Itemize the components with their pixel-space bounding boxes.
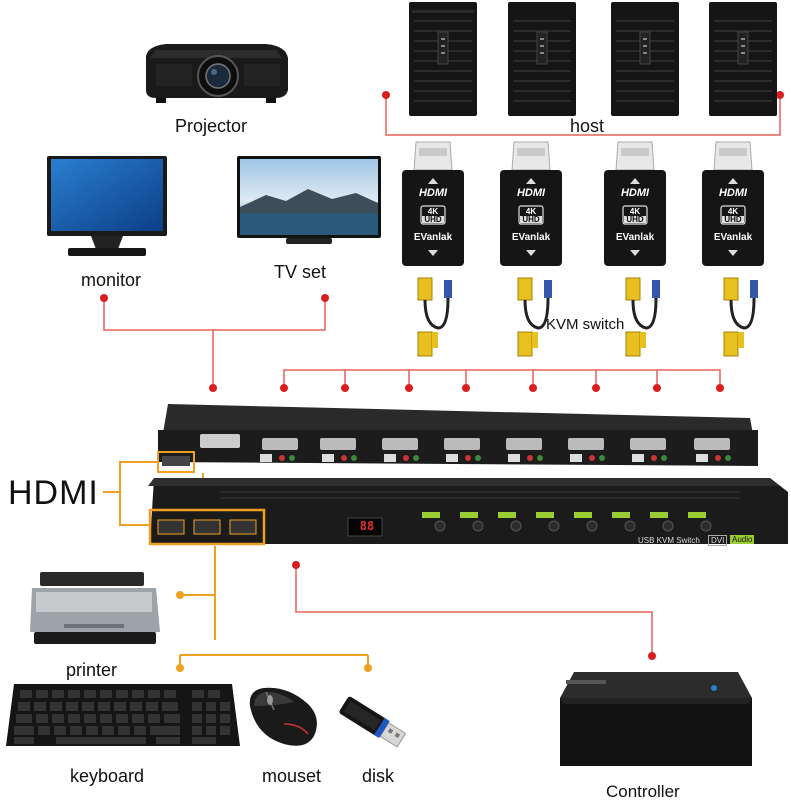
controller-line	[295, 565, 653, 656]
hdmi-label: HDMI	[8, 474, 99, 512]
tv-set-icon	[237, 156, 381, 244]
hdmi-adapter: HDMI 4K UHD EVanlak	[400, 140, 466, 268]
tv-set-label: TV set	[274, 262, 327, 282]
hdmi-adapter-body	[604, 141, 666, 266]
host-pc-icon	[611, 2, 679, 116]
kvm-cable-icon	[517, 277, 552, 357]
hdmi-adapter-body	[500, 141, 562, 266]
device-badge-audio: Audio	[730, 535, 755, 544]
adapter-res-top: 4K	[629, 207, 641, 216]
adapter-res-top: 4K	[525, 207, 537, 216]
projector-icon	[146, 44, 288, 103]
host-pc-icon	[508, 2, 576, 116]
adapter-res-bottom: UHD	[424, 215, 442, 224]
adapter-res-top: 4K	[727, 207, 739, 216]
adapter-res-bottom: UHD	[724, 215, 742, 224]
adapter-hdmi-text: HDMI	[620, 187, 650, 199]
monitor-label: monitor	[81, 270, 142, 290]
red-connector-dots	[100, 91, 784, 660]
adapter-brand: EVanlak	[615, 232, 655, 243]
adapter-res-bottom: UHD	[522, 215, 540, 224]
host-pc-icon	[409, 2, 477, 116]
adapter-res-bottom: UHD	[626, 215, 644, 224]
projector-label: Projector	[175, 116, 248, 136]
adapter-brand: EVanlak	[413, 232, 453, 243]
adapter-brand: EVanlak	[713, 232, 753, 243]
device-front-label: USB KVM Switch	[638, 536, 700, 545]
monitor-icon	[47, 156, 167, 256]
kvm-cable-icon	[417, 277, 452, 357]
adapter-hdmi-text: HDMI	[418, 187, 448, 199]
hdmi-adapter: HDMI 4K UHD EVanlak	[602, 140, 668, 268]
host-bracket-line	[385, 95, 781, 136]
printer-label: printer	[66, 660, 118, 680]
printer-icon	[30, 572, 160, 644]
usb-disk-icon	[339, 696, 407, 748]
host-label: host	[570, 116, 605, 136]
disk-label: disk	[362, 766, 395, 786]
host-pc-icon	[709, 2, 777, 116]
controller-label: Controller	[606, 782, 680, 801]
kvm-switch-label: KVM switch	[546, 316, 625, 333]
hdmi-adapter-body	[702, 141, 764, 266]
controller-icon	[560, 672, 752, 766]
display-bracket-line	[103, 298, 326, 331]
led-display: 88	[359, 519, 375, 533]
kvm-cable-icon	[625, 277, 660, 357]
keyboard-label: keyboard	[70, 766, 145, 786]
adapter-hdmi-text: HDMI	[516, 187, 546, 199]
hdmi-adapter-body	[402, 141, 464, 266]
kvm-cable-icon	[723, 277, 758, 357]
hdmi-adapter: HDMI 4K UHD EVanlak	[498, 140, 564, 268]
kvm-switch-device	[148, 404, 788, 546]
mouse-icon	[249, 687, 317, 746]
kvm-cables	[417, 277, 758, 357]
hdmi-adapter: HDMI 4K UHD EVanlak	[700, 140, 766, 268]
adapter-brand: EVanlak	[511, 232, 551, 243]
keyboard-icon	[6, 684, 240, 746]
port-select-buttons	[422, 512, 712, 532]
device-badge-dvi: DVI	[708, 535, 728, 546]
adapter-hdmi-text: HDMI	[718, 187, 748, 199]
port-bracket-line	[283, 369, 721, 388]
adapter-res-top: 4K	[427, 207, 439, 216]
rear-port-row	[200, 434, 731, 462]
mouse-label: mouset	[262, 766, 322, 786]
